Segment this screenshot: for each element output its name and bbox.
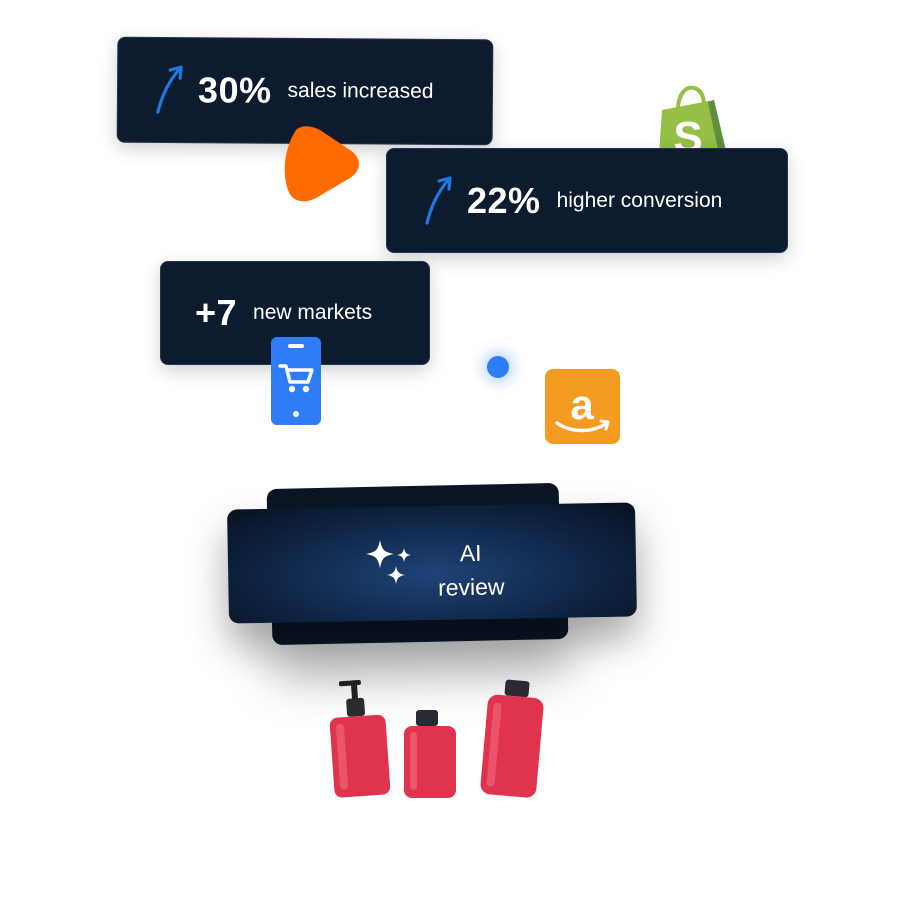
mobile-cart-icon [271,337,321,425]
stat-card-sales: 30% sales increased [116,36,494,146]
trend-up-arrow-icon [156,65,183,114]
stat-value: 22% [467,179,541,221]
stat-label: higher conversion [556,188,723,212]
stat-value: 30% [197,69,272,111]
small-bottle [404,710,456,798]
ai-review-label: AI review [417,535,524,605]
ai-review-line1: AI [459,539,482,567]
sparkles-icon [366,540,411,584]
tall-bottle [480,679,544,798]
stat-label: sales increased [287,78,434,103]
stat-card-conversion: 22% higher conversion [386,148,788,253]
stat-label: new markets [253,301,373,324]
pump-bottle [329,680,391,798]
ai-review-line2: review [437,573,505,601]
stat-value: +7 [195,292,238,333]
trend-up-arrow-icon [425,175,452,225]
svg-text:a: a [570,381,594,428]
amazon-icon: a [545,369,620,444]
orange-play-shape-icon [284,126,359,202]
blue-dot [487,356,509,378]
product-bottles-image [329,679,544,798]
